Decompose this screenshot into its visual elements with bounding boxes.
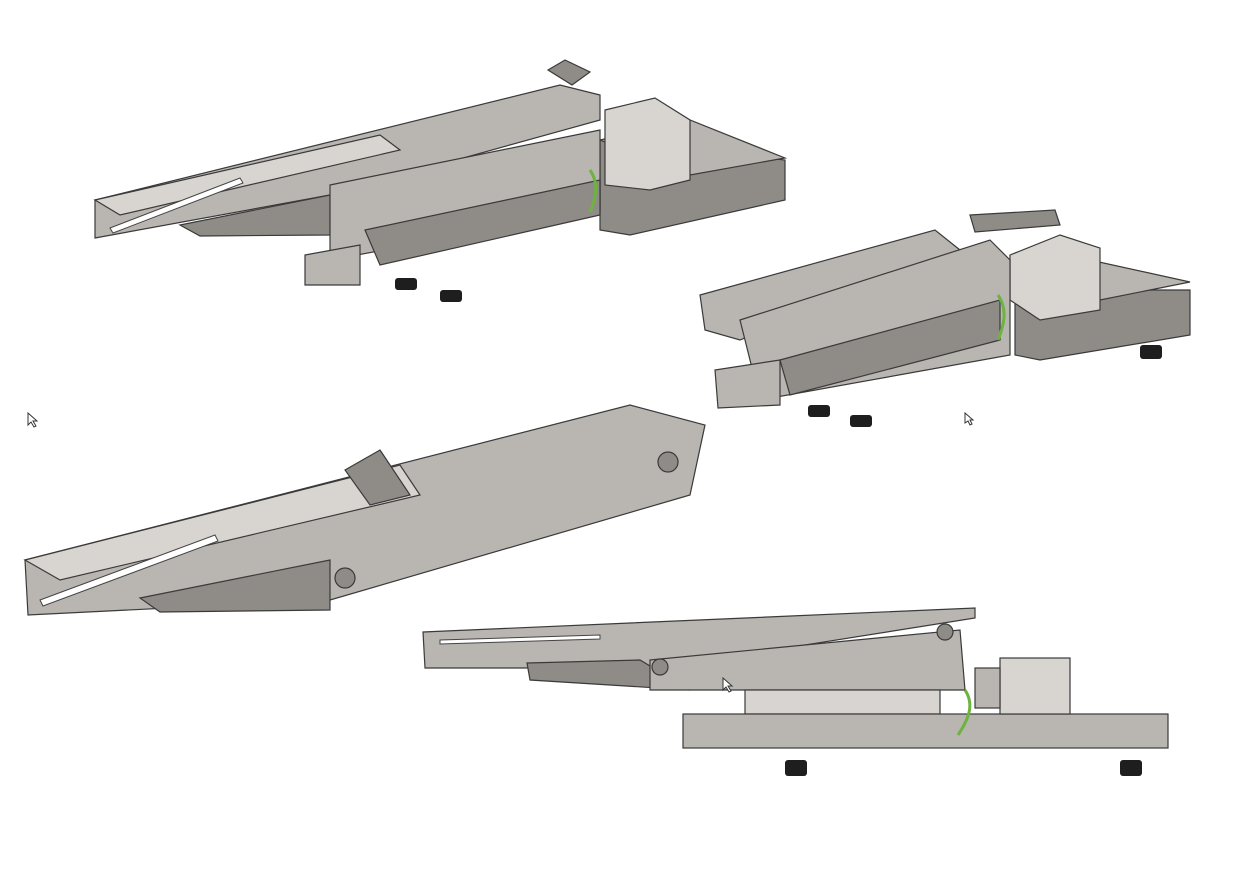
trough bbox=[422, 607, 976, 669]
base-plate bbox=[682, 713, 1169, 749]
mouse-cursor-icon bbox=[722, 676, 734, 693]
rubber-foot bbox=[440, 290, 462, 302]
electromagnet-housing bbox=[1009, 234, 1101, 321]
rubber-foot bbox=[1140, 345, 1162, 359]
mouse-cursor-icon bbox=[964, 411, 975, 426]
electromagnet-housing bbox=[604, 97, 691, 191]
rubber-foot bbox=[808, 405, 830, 417]
rubber-foot bbox=[395, 278, 417, 290]
pivot-bushing bbox=[334, 567, 356, 589]
trough-chute bbox=[93, 134, 402, 216]
rubber-foot bbox=[785, 760, 807, 776]
pivot-bushing bbox=[651, 658, 669, 676]
rubber-foot bbox=[850, 415, 872, 427]
trough-underside bbox=[138, 559, 331, 613]
feeder-trough bbox=[23, 404, 706, 616]
ground-wire bbox=[956, 689, 972, 736]
mouse-cursor-icon bbox=[27, 411, 39, 428]
electromagnet-housing bbox=[999, 657, 1071, 715]
armature bbox=[974, 667, 1001, 709]
trough-handle bbox=[344, 449, 411, 506]
chute-slot bbox=[109, 177, 244, 234]
pivot-bushing bbox=[936, 623, 954, 641]
spring-opening bbox=[744, 689, 941, 715]
leaf-spring-bank bbox=[779, 299, 1001, 396]
chute-slot bbox=[39, 534, 219, 607]
feeder-assembly-iso-left bbox=[93, 59, 788, 302]
feeder-assembly-side bbox=[422, 607, 1169, 776]
clamp-bracket bbox=[969, 209, 1061, 233]
mount-bracket bbox=[714, 359, 781, 409]
chute-slot bbox=[439, 634, 601, 645]
trough-chute bbox=[23, 464, 421, 581]
ground-wire bbox=[588, 169, 598, 213]
leaf-spring-bank bbox=[364, 179, 601, 266]
trough-body bbox=[24, 404, 706, 616]
wing-nut bbox=[546, 59, 592, 86]
feeder-assembly-iso-right bbox=[699, 209, 1191, 427]
ground-wire bbox=[996, 294, 1006, 341]
mount-bracket bbox=[304, 244, 361, 286]
rubber-foot bbox=[1120, 760, 1142, 776]
pivot-bushing bbox=[657, 451, 679, 473]
